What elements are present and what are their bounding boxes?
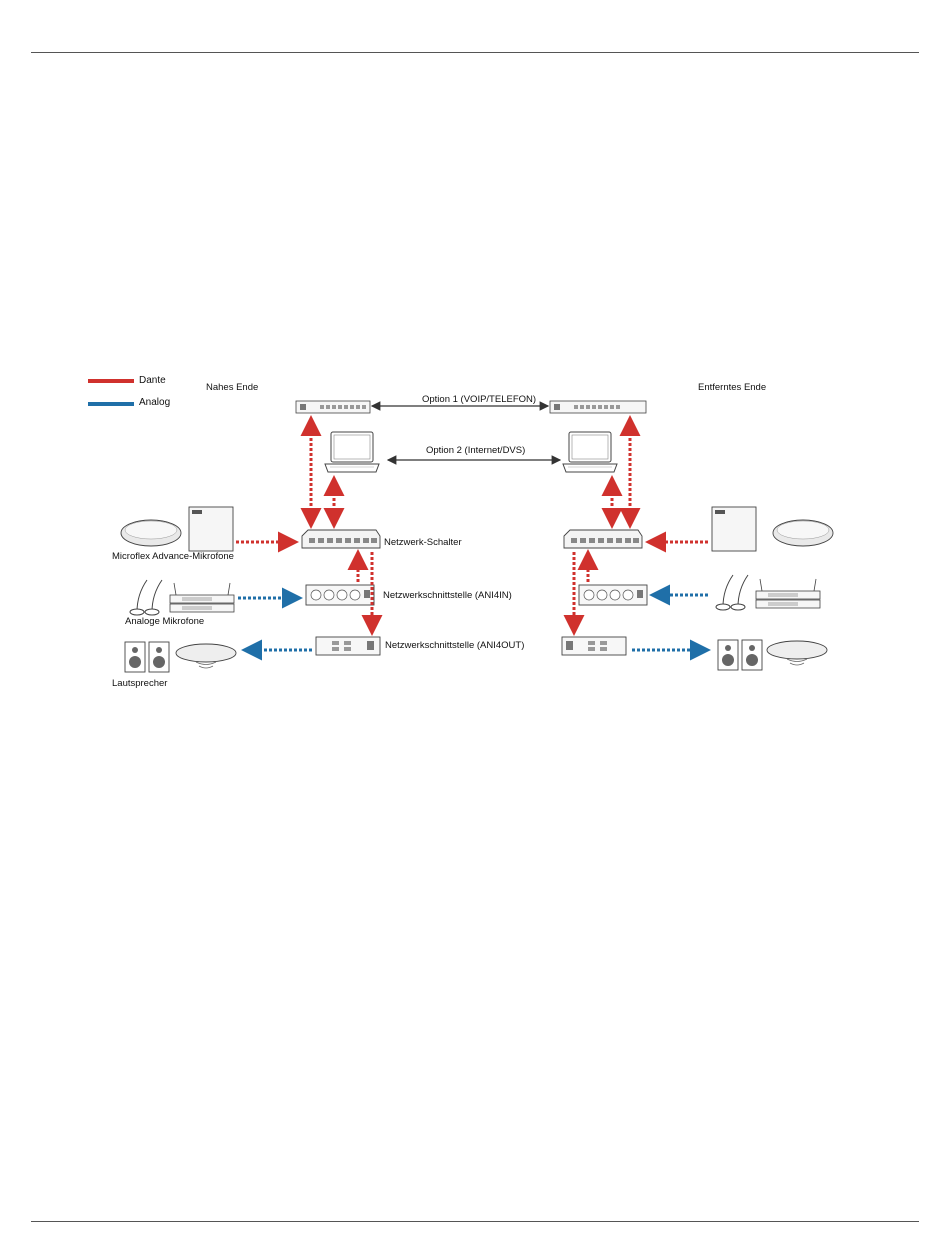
far-laptop — [563, 432, 617, 472]
near-wireless-receivers — [170, 583, 234, 612]
near-ani4in-device — [306, 585, 374, 605]
near-ani4out-device — [316, 637, 380, 655]
near-network-switch — [302, 530, 380, 548]
near-ceiling-microphone — [189, 507, 233, 551]
near-laptop — [325, 432, 379, 472]
far-codec-device — [550, 401, 646, 413]
far-ani4out-device — [562, 637, 626, 655]
far-network-switch — [564, 530, 642, 548]
near-loudspeakers — [125, 642, 169, 672]
far-wireless-receivers — [756, 579, 820, 608]
near-codec-device — [296, 401, 370, 413]
far-ani4in-device — [579, 585, 647, 605]
near-table-microphone — [121, 520, 181, 546]
far-ceiling-speaker — [767, 641, 827, 665]
far-gooseneck-microphones — [716, 575, 748, 610]
far-table-microphone — [773, 520, 833, 546]
far-ceiling-microphone — [712, 507, 756, 551]
near-gooseneck-microphones — [130, 580, 162, 615]
far-loudspeakers — [718, 640, 762, 670]
near-ceiling-speaker — [176, 644, 236, 668]
